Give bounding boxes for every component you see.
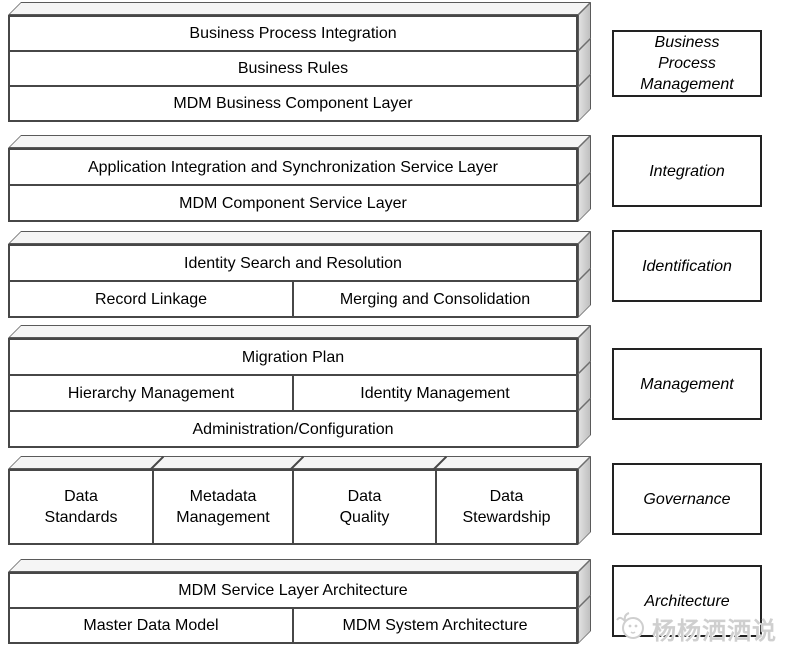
layer-app-integration-sync: Application Integration and Synchronizat… <box>87 158 499 176</box>
layer-row: Data Standards Metadata Management Data … <box>10 471 576 543</box>
slab-identification: Identity Search and Resolution Record Li… <box>8 231 591 318</box>
slab-front-face: Migration Plan Hierarchy Management Iden… <box>8 338 578 448</box>
chick-logo-icon <box>616 611 648 646</box>
layer-row: Master Data Model MDM System Architectur… <box>10 607 576 642</box>
layer-migration-plan: Migration Plan <box>241 348 345 366</box>
category-label-governance: Governance <box>612 463 762 535</box>
layer-record-linkage: Record Linkage <box>94 290 208 308</box>
layer-administration-configuration: Administration/Configuration <box>192 420 394 438</box>
slab-top-face <box>8 231 591 244</box>
layer-row: Administration/Configuration <box>10 410 576 446</box>
slab-top-face <box>8 325 591 338</box>
slab-front-face: Data Standards Metadata Management Data … <box>8 469 578 545</box>
layer-mdm-system-architecture: MDM System Architecture <box>292 609 576 642</box>
slab-top-face <box>8 135 591 148</box>
watermark: 杨杨洒洒说 <box>616 611 777 646</box>
layer-business-process-integration: Business Process Integration <box>189 25 397 42</box>
layer-row: Migration Plan <box>10 340 576 374</box>
layer-row: MDM Component Service Layer <box>10 184 576 220</box>
layer-mdm-service-layer-architecture: MDM Service Layer Architecture <box>178 582 408 599</box>
layer-row: MDM Service Layer Architecture <box>10 574 576 607</box>
slab-side-face <box>578 456 591 545</box>
layer-data-stewardship: Data Stewardship <box>435 471 576 543</box>
slab-architecture: MDM Service Layer Architecture Master Da… <box>8 559 591 644</box>
category-label-identification: Identification <box>612 230 762 302</box>
slab-management: Migration Plan Hierarchy Management Iden… <box>8 325 591 448</box>
layer-mdm-component-service: MDM Component Service Layer <box>179 194 407 212</box>
layer-master-data-model: Master Data Model <box>83 617 219 634</box>
layer-row: Application Integration and Synchronizat… <box>10 150 576 184</box>
layer-row: Hierarchy Management Identity Management <box>10 374 576 410</box>
slab-integration: Application Integration and Synchronizat… <box>8 135 591 222</box>
slab-business-process: Business Process Integration Business Ru… <box>8 2 591 122</box>
layer-row: MDM Business Component Layer <box>10 85 576 120</box>
layer-row: Record Linkage Merging and Consolidation <box>10 280 576 316</box>
slab-front-face: Application Integration and Synchronizat… <box>8 148 578 222</box>
slab-governance: Data Standards Metadata Management Data … <box>8 455 591 545</box>
layer-data-standards: Data Standards <box>44 488 118 526</box>
watermark-text: 杨杨洒洒说 <box>652 618 777 645</box>
category-label-management: Management <box>612 348 762 420</box>
layer-merging-consolidation: Merging and Consolidation <box>292 282 576 316</box>
layer-row: Business Rules <box>10 50 576 85</box>
layer-data-quality: Data Quality <box>292 471 435 543</box>
slab-front-face: Business Process Integration Business Ru… <box>8 15 578 122</box>
layer-hierarchy-management: Hierarchy Management <box>67 384 235 402</box>
category-label-business-process-management: Business Process Management <box>612 30 762 97</box>
layer-row: Business Process Integration <box>10 17 576 50</box>
slab-front-face: Identity Search and Resolution Record Li… <box>8 244 578 318</box>
slab-top-face <box>8 559 591 572</box>
layer-identity-search-resolution: Identity Search and Resolution <box>184 254 402 272</box>
category-label-integration: Integration <box>612 135 762 207</box>
layer-business-rules: Business Rules <box>237 60 349 77</box>
layer-identity-management: Identity Management <box>292 376 576 410</box>
layer-mdm-business-component: MDM Business Component Layer <box>173 95 413 112</box>
layer-metadata-management: Metadata Management <box>152 471 292 543</box>
slab-front-face: MDM Service Layer Architecture Master Da… <box>8 572 578 644</box>
slab-top-face <box>8 2 591 15</box>
layer-row: Identity Search and Resolution <box>10 246 576 280</box>
